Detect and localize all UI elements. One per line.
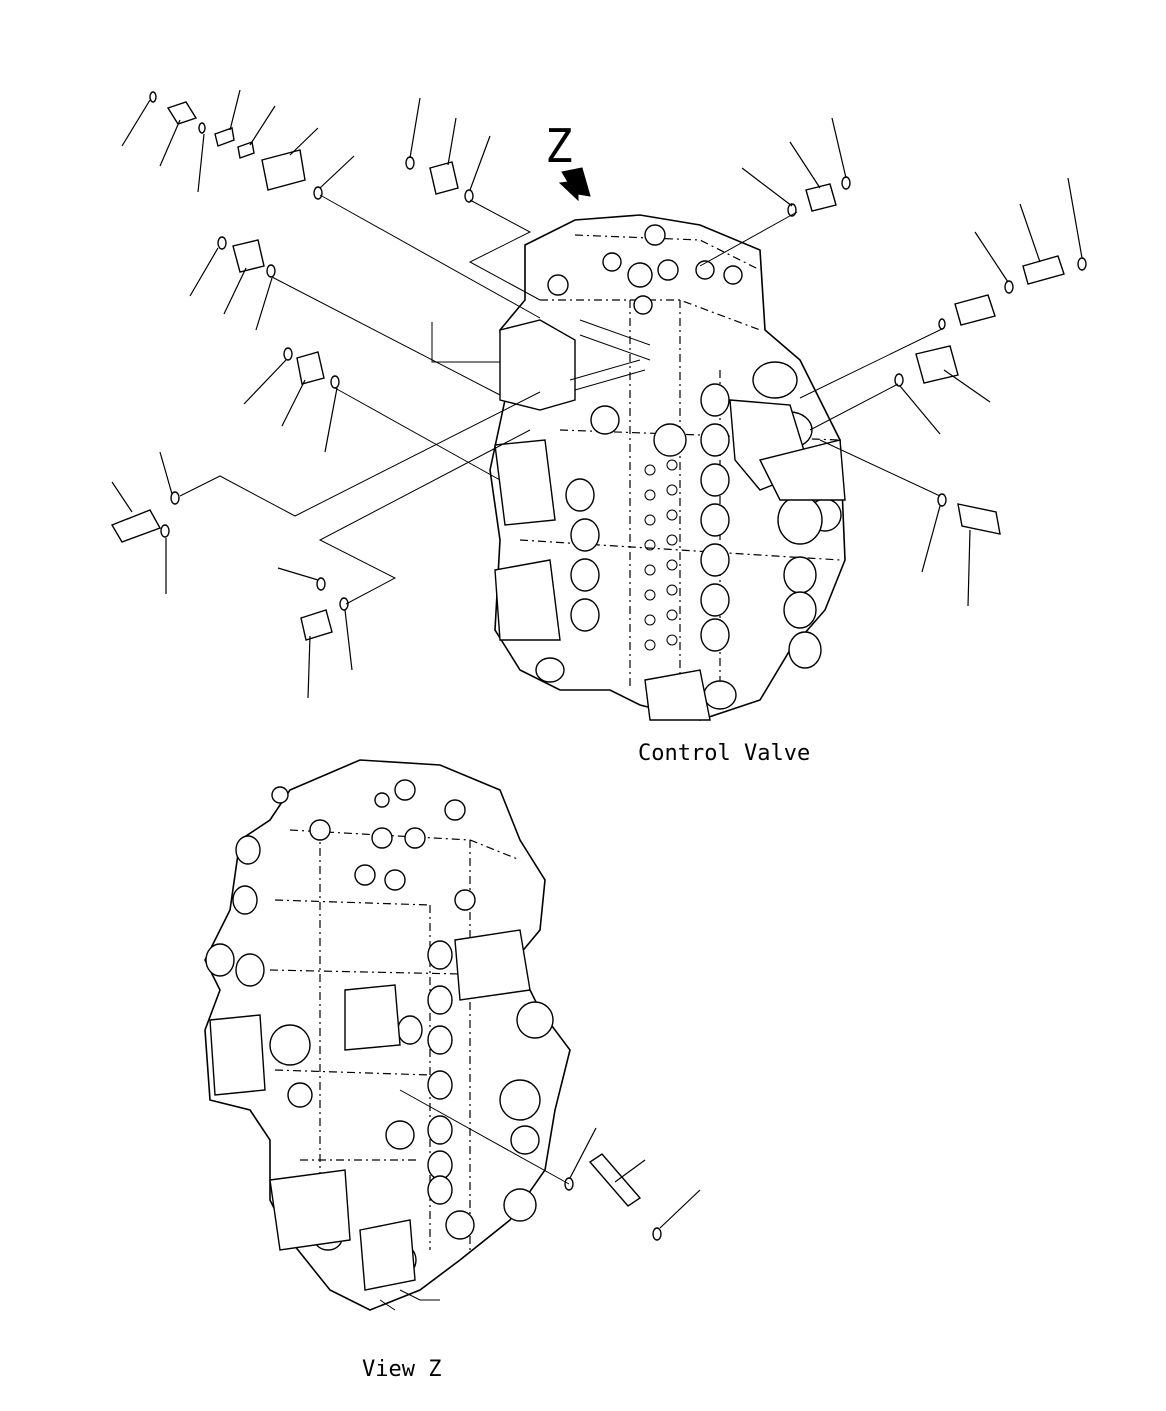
exploded-parts-top [110,89,1087,699]
arrow-icon [558,167,591,202]
plug-view-z [588,1153,642,1207]
view-z-caption: View Z [362,1357,441,1382]
control-valve-caption: Control Valve [638,741,810,766]
view-letter-label: Z [545,119,573,173]
view-z-arrow: Z [545,119,591,202]
control-valve-assembly [489,214,846,721]
o-ring-view-z-right [652,1227,662,1241]
view-z-assembly [204,759,701,1311]
